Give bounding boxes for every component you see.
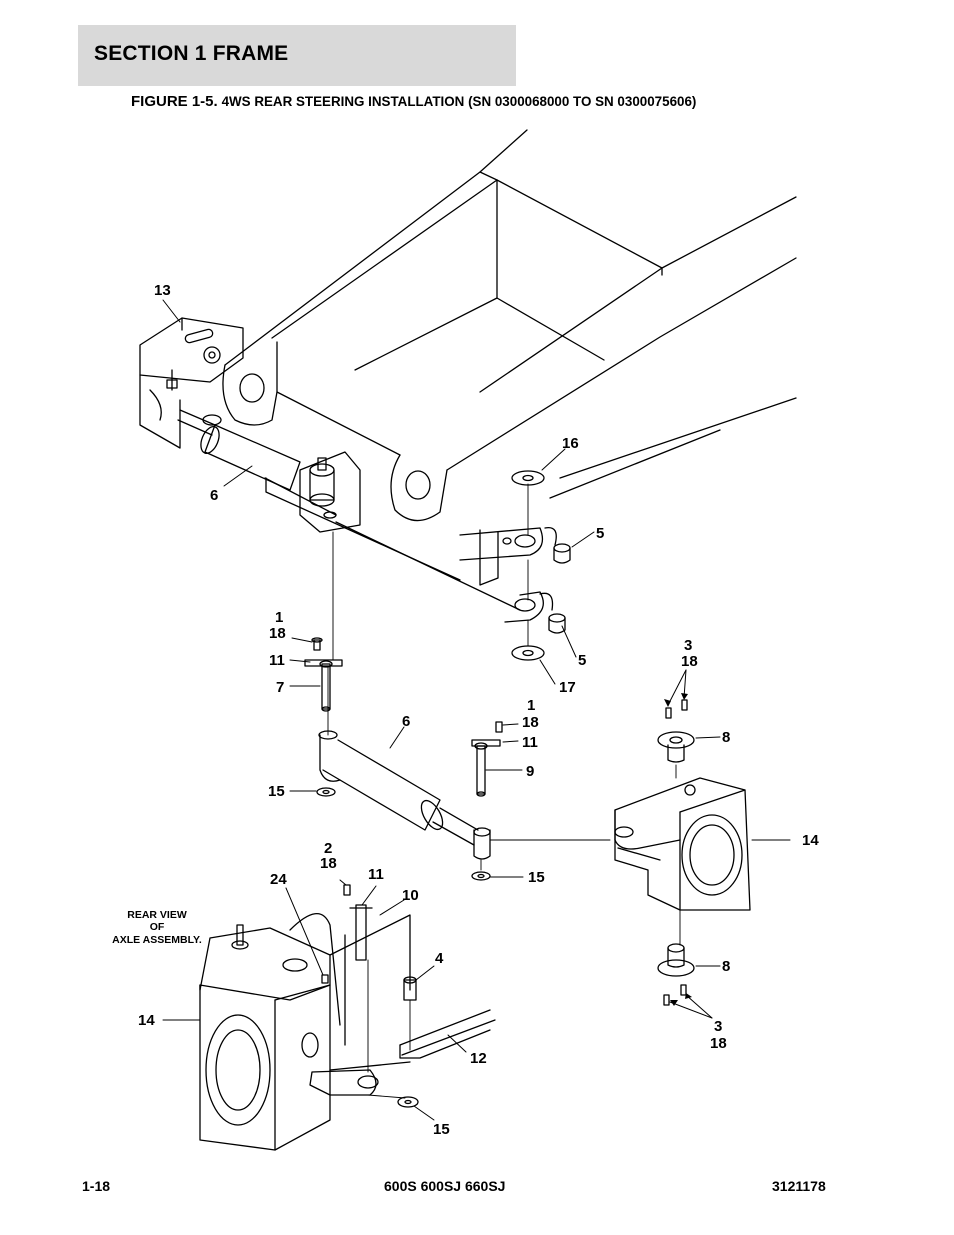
callout-numbers: 13 6 16 5 5 17 1 18 11 7 6 1 18 11 9 15 … xyxy=(138,282,819,1138)
axle-assembly-rear-view xyxy=(199,884,496,1151)
washers-and-bushings xyxy=(511,470,571,661)
spindle-housing-right xyxy=(614,777,751,911)
callout-2: 2 xyxy=(324,840,332,857)
rear-view-note: REAR VIEW OF AXLE ASSEMBLY. xyxy=(112,909,202,946)
callout-18-axle: 18 xyxy=(320,855,337,872)
footer-models: 600S 600SJ 660SJ xyxy=(384,1178,506,1194)
section-title: SECTION 1 FRAME xyxy=(94,42,289,65)
steering-cylinder-top xyxy=(177,409,301,491)
section-header: SECTION 1 FRAME xyxy=(78,25,516,86)
callout-3-top: 3 xyxy=(684,637,692,654)
figure-title: FIGURE 1-5. 4WS REAR STEERING INSTALLATI… xyxy=(131,93,696,110)
callout-11-axle: 11 xyxy=(368,866,384,883)
callout-1-left: 1 xyxy=(275,609,283,626)
callout-8-bottom: 8 xyxy=(722,958,730,975)
callout-6-bottom: 6 xyxy=(402,713,410,730)
leader-arrowheads xyxy=(664,693,692,1006)
pin-assembly-9 xyxy=(471,721,503,797)
figure-label: FIGURE 1-5. xyxy=(131,93,218,110)
callout-5-bottom: 5 xyxy=(578,652,586,669)
chassis-frame xyxy=(224,129,797,611)
pin-assembly-7 xyxy=(304,637,343,712)
callout-18-top: 18 xyxy=(681,653,698,670)
callout-15-right: 15 xyxy=(528,869,545,886)
callout-17: 17 xyxy=(559,679,576,696)
callout-9: 9 xyxy=(526,763,534,780)
callout-8-top: 8 xyxy=(722,729,730,746)
callout-16: 16 xyxy=(562,435,579,452)
king-pin-top xyxy=(657,699,695,763)
frame-end-plates xyxy=(222,364,448,522)
callout-13: 13 xyxy=(154,282,171,299)
footer-page-number: 1-18 xyxy=(82,1178,111,1194)
steering-bracket-top xyxy=(139,317,244,449)
note-line-2: OF xyxy=(150,921,165,933)
callout-15-left: 15 xyxy=(268,783,285,800)
explode-guide-lines xyxy=(327,483,681,1099)
leader-lines xyxy=(162,299,791,1121)
callout-24: 24 xyxy=(270,871,287,888)
washers-15 xyxy=(316,787,491,1108)
callout-15-axle: 15 xyxy=(433,1121,450,1138)
callout-14-right: 14 xyxy=(802,832,819,849)
callout-18-bottom: 18 xyxy=(710,1035,727,1052)
steering-cylinder-bottom xyxy=(318,730,491,860)
footer-doc-number: 3121178 xyxy=(772,1178,826,1194)
callout-11-right: 11 xyxy=(522,734,538,751)
callout-3-bottom: 3 xyxy=(714,1018,722,1035)
callout-10: 10 xyxy=(402,887,419,904)
callout-14-left: 14 xyxy=(138,1012,155,1029)
note-line-3: AXLE ASSEMBLY. xyxy=(112,934,202,946)
figure-text: 4WS REAR STEERING INSTALLATION (SN 03000… xyxy=(221,94,697,109)
note-line-1: REAR VIEW xyxy=(127,909,187,921)
callout-1-right: 1 xyxy=(527,697,535,714)
callout-5-top: 5 xyxy=(596,525,604,542)
tie-rod-arms xyxy=(459,527,544,623)
callout-11-left: 11 xyxy=(269,652,285,669)
callout-4: 4 xyxy=(435,950,444,967)
callout-12: 12 xyxy=(470,1050,487,1067)
king-pin-bottom xyxy=(657,943,695,1006)
callout-7: 7 xyxy=(276,679,284,696)
callout-18-right: 18 xyxy=(522,714,539,731)
callout-6-top: 6 xyxy=(210,487,218,504)
callout-18-left: 18 xyxy=(269,625,286,642)
center-clevis-bracket xyxy=(299,451,361,533)
